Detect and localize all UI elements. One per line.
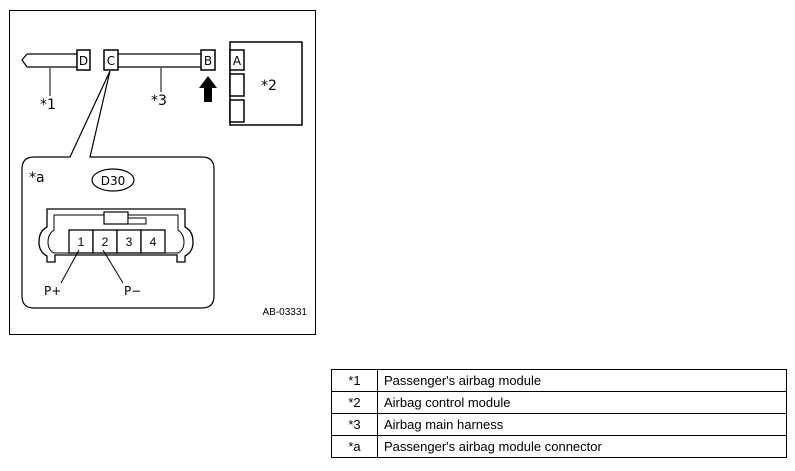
figure-code: AB-03331 <box>263 307 308 318</box>
pin-label-minus: P− <box>124 284 141 298</box>
callout-3: *3 <box>151 93 167 109</box>
legend-value: Airbag main harness <box>377 413 787 436</box>
callout-a: *a <box>29 170 45 186</box>
legend-row: *1 Passenger's airbag module <box>331 369 787 392</box>
connector-face-inner <box>47 214 185 254</box>
connector-d-label: D <box>79 54 88 68</box>
legend-key: *2 <box>331 391 378 414</box>
pin-cavities <box>68 229 166 254</box>
module-connector-slot <box>229 99 245 123</box>
connector-d <box>76 49 91 71</box>
connector-lock-tab-side <box>127 217 147 225</box>
legend-value: Passenger's airbag module <box>377 369 787 392</box>
pin-1-number: 1 <box>78 235 85 249</box>
connector-b <box>200 49 216 71</box>
pin-4 <box>140 229 166 254</box>
connector-c <box>103 49 119 71</box>
legend-key: *3 <box>331 413 378 436</box>
connector-a-label: A <box>233 54 242 68</box>
legend-value: Passenger's airbag module connector <box>377 435 787 458</box>
pin-4-number: 4 <box>150 235 157 249</box>
connector-a <box>229 49 245 71</box>
pin-3-number: 3 <box>126 235 133 249</box>
airbag-module-wire <box>21 53 77 68</box>
pin-leaders <box>60 249 124 284</box>
callout-2: *2 <box>261 78 277 94</box>
legend-key: *a <box>331 435 378 458</box>
legend-table: *1 Passenger's airbag module *2 Airbag c… <box>331 369 787 458</box>
diagram-frame <box>9 10 316 335</box>
pin-2-number: 2 <box>102 235 109 249</box>
connector-code-oval <box>91 168 135 192</box>
connector-code: D30 <box>101 174 126 188</box>
legend-value: Airbag control module <box>377 391 787 414</box>
pin-label-plus: P+ <box>44 284 61 298</box>
legend-row: *3 Airbag main harness <box>331 413 787 436</box>
up-arrow-icon <box>199 76 217 102</box>
callout-leaders <box>49 68 162 96</box>
connector-b-label: B <box>204 54 212 68</box>
callout-1: *1 <box>40 97 56 113</box>
legend-row: *a Passenger's airbag module connector <box>331 435 787 458</box>
legend-key: *1 <box>331 369 378 392</box>
connector-c-label: C <box>107 54 115 68</box>
main-harness <box>118 53 201 68</box>
legend-row: *2 Airbag control module <box>331 391 787 414</box>
connector-lock-tab <box>103 211 129 225</box>
module-connector-slot <box>229 73 245 97</box>
